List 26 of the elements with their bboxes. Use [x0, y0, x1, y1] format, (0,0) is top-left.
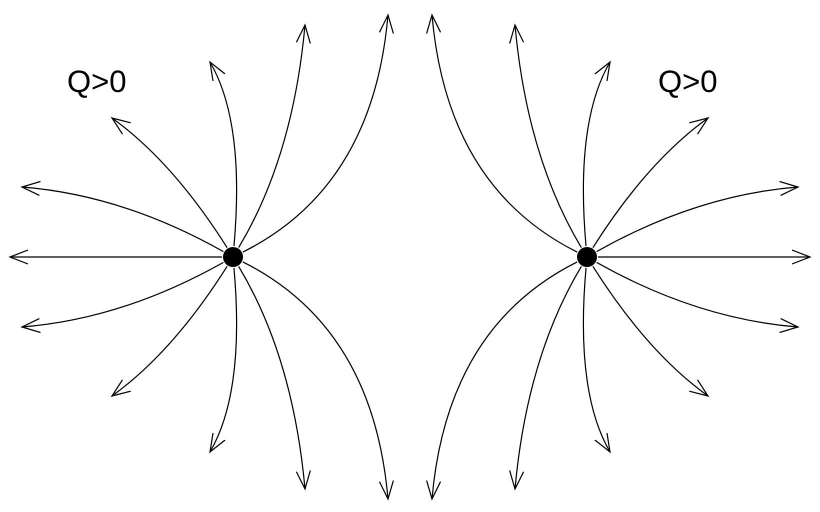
field-line-arrow — [596, 181, 799, 252]
field-line-arrow — [242, 261, 394, 500]
field-line-arrow — [582, 61, 611, 246]
field-line-arrow — [582, 268, 611, 453]
field-line-arrow — [509, 266, 582, 490]
field-line-arrow — [21, 181, 224, 252]
field-line-arrow — [21, 262, 224, 333]
field-line-arrow — [426, 261, 578, 500]
field-line-arrow — [509, 24, 582, 248]
field-line-arrow — [9, 249, 222, 265]
point-charge — [577, 247, 597, 267]
field-line-arrow — [209, 61, 238, 246]
field-line-arrow — [242, 14, 394, 253]
field-line-arrow — [238, 24, 311, 248]
field-line-arrow — [209, 268, 238, 453]
field-line-arrow — [426, 14, 578, 253]
field-line-arrow — [598, 249, 811, 265]
field-line-arrow — [592, 117, 709, 248]
field-line-arrow — [238, 266, 311, 490]
field-line-arrow — [111, 266, 228, 397]
field-line-arrow — [592, 266, 709, 397]
field-line-arrow — [111, 117, 228, 248]
charge-label: Q>0 — [658, 66, 718, 97]
field-line-arrow — [596, 262, 799, 333]
charge-label: Q>0 — [67, 66, 126, 97]
point-charge — [223, 247, 243, 267]
